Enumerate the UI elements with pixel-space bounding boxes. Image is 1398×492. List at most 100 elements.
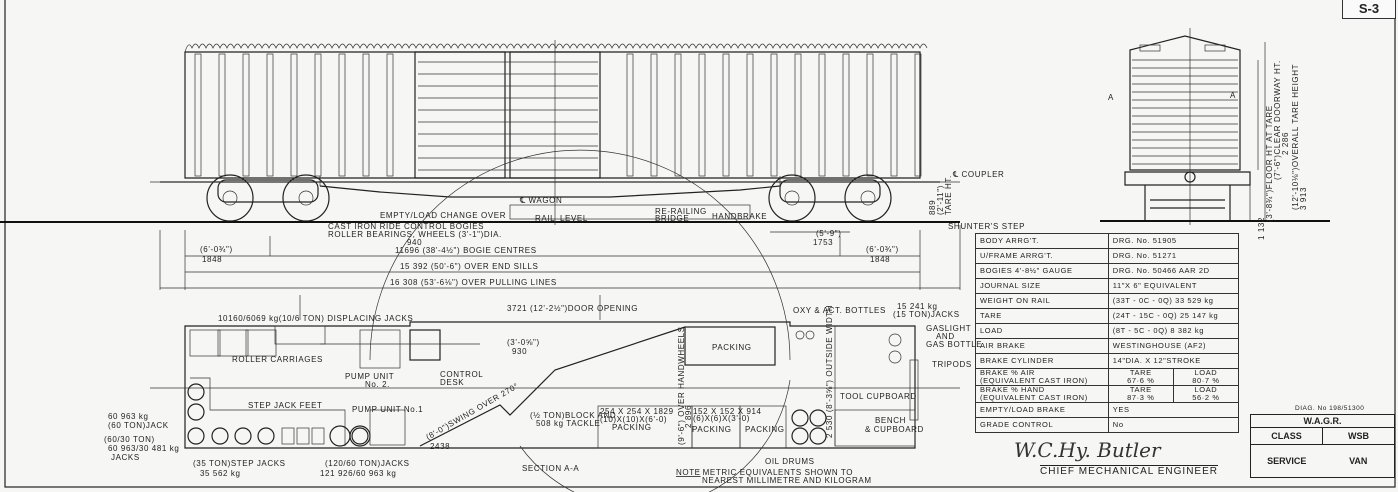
jacks-120-60-kg: 121 926/60 963 kg (320, 469, 396, 478)
tare-label: TARE (1129, 368, 1152, 377)
oil-drum (791, 427, 809, 445)
packing-label: PACKING (712, 343, 752, 352)
dim-bogie-centres: 11696 (38'-4½") BOGIE CENTRES (395, 246, 537, 255)
bridge-label: BRIDGE (655, 214, 689, 223)
jacks-120-60-label: (120/60 TON)JACKS (325, 459, 410, 468)
jack (234, 427, 252, 445)
jack (187, 427, 205, 445)
spec-row: LOAD(8T - 5C - 0Q) 8 382 kg (975, 323, 1240, 339)
step-jack-feet-label: STEP JACK FEET (248, 401, 323, 410)
load-value: 80·7 % (1192, 376, 1220, 385)
end-bogie (1124, 171, 1251, 220)
dim-overall-height-mm: 3 913 (1299, 187, 1308, 210)
pump-unit-2-label: PUMP UNIT (345, 372, 394, 381)
axle-box (222, 190, 238, 206)
packing-dim-1-imperial: (10)X(10)X(6'-0) (600, 415, 667, 424)
dim-over-end-sills: 15 392 (50'-6") OVER END SILLS (400, 262, 538, 271)
dim-clear-doorway: (7'-6")CLEAR DOORWAY HT. (1273, 60, 1282, 180)
end-elevation: A A (7'-6")CLEAR DOORWAY HT. 2 286 (12'-… (1100, 28, 1330, 240)
packing-label-2: PACKING (612, 423, 652, 432)
spec-label: TARE (975, 308, 1109, 324)
block-tackle-label: (½ TON)BLOCK AND (530, 411, 616, 420)
body-rib (818, 53, 826, 177)
body-rib (290, 53, 298, 177)
packing-dim-2: 152 X 152 X 914 (693, 407, 762, 416)
spec-value: DRG. No. 50466 AAR 2D (1107, 263, 1240, 279)
axle-box (860, 190, 876, 206)
rerailing-bridge (509, 204, 751, 220)
rerailing-label: RE-RAILING (655, 207, 707, 216)
displacing-jacks (274, 325, 326, 345)
axle-box (298, 190, 314, 206)
control-desk (409, 329, 441, 361)
wagon-centreline-label: ℄ WAGON (519, 196, 562, 205)
level-label: LEVEL (560, 214, 588, 223)
van-body-outline (184, 51, 921, 179)
spec-label: U/FRAME ARRG'T. (975, 248, 1109, 264)
body-rib (314, 53, 322, 177)
dim-wheelbase-mm: 1753 (813, 238, 833, 247)
jack (187, 403, 205, 421)
oil-drums-label: OIL DRUMS (765, 457, 815, 466)
section-mark-right: A (1230, 91, 1236, 100)
class-value: WSB (1348, 431, 1369, 441)
spec-label: GRADE CONTROL (975, 417, 1109, 433)
door-opening-label: 3721 (12'-2½")DOOR OPENING (507, 304, 638, 313)
dim-clear-doorway-mm: 2 286 (1281, 132, 1290, 155)
spec-row: BODY ARRG'T.DRG. No. 51905 (975, 233, 1240, 249)
spec-value: 11"X 6" EQUIVALENT (1107, 278, 1240, 294)
dim-930: 930 (512, 347, 527, 356)
displacing-jacks-label: 10160/6069 kg(10/6 TON) DISPLACING JACKS (218, 314, 413, 323)
corrugated-roof (184, 43, 928, 53)
load-value: 56·2 % (1192, 393, 1220, 402)
body-ribs (194, 53, 922, 177)
side-elevation: ℄ COUPLER ℄ WAGON EMPTY/LOAD CHANGE OVER… (0, 40, 1024, 290)
door-bars (418, 61, 598, 171)
jack-60t-kg: 60 963 kg (108, 412, 149, 421)
sheet-number: S-3 (1342, 0, 1396, 19)
dim-overhang-left-mm: 1848 (202, 255, 222, 264)
dim-overhang-right-mm: 1848 (870, 255, 890, 264)
block-and-tackle-arm (419, 326, 686, 447)
wheel-dia-mm: 940 (407, 238, 422, 247)
packing-dim-1: 254 X 254 X 1829 (600, 407, 674, 416)
oil-drum (809, 427, 827, 445)
signatory-title: CHIEF MECHANICAL ENGINEER (1040, 465, 1218, 477)
spec-label: AIR BRAKE (975, 338, 1109, 354)
body-rib (794, 53, 802, 177)
note-label: NOTE (676, 468, 701, 477)
roller-carriages-label: ROLLER CARRIAGES (232, 355, 323, 364)
step-jack-foot (311, 427, 325, 445)
axle-box (784, 190, 800, 206)
brake-pct-title: BRAKE % AIR (980, 368, 1035, 377)
swing-mm: 2438 (430, 442, 450, 451)
spec-value: DRG. No. 51271 (1107, 248, 1240, 264)
packing-label-3: PACKING (692, 425, 732, 434)
tare-ht-imperial: (2'-11") (936, 185, 945, 215)
note-text-2: NEAREST MILLIMETRE AND KILOGRAM (702, 476, 872, 485)
spec-value: (24T - 15C - 0Q) 25 147 kg (1107, 308, 1240, 324)
cupboard-label: & CUPBOARD (865, 425, 924, 434)
jack-120-60 (349, 425, 371, 447)
gaslight-label: GASLIGHT (926, 324, 971, 333)
sheet-border (4, 0, 1396, 488)
spec-value: 14"DIA. X 12"STROKE (1107, 353, 1240, 369)
jacks-15t-kg: 15 241 kg (897, 302, 938, 311)
dim-overall-height: (12'-10⅛")OVERALL TARE HEIGHT (1291, 64, 1300, 210)
packing-dim-2-imperial: (6)X(6)X(3'-0) (693, 414, 750, 423)
service-value: VAN (1349, 456, 1368, 466)
bogie-frame (779, 179, 881, 203)
tare-value: 87·3 % (1127, 393, 1155, 402)
dim-overhang-right: (6'-0¾") (866, 245, 899, 254)
jacks (187, 383, 371, 447)
jack-120-60 (329, 425, 351, 447)
dim-over-pulling-lines: 16 308 (53'-6⅛") OVER PULLING LINES (390, 278, 557, 287)
